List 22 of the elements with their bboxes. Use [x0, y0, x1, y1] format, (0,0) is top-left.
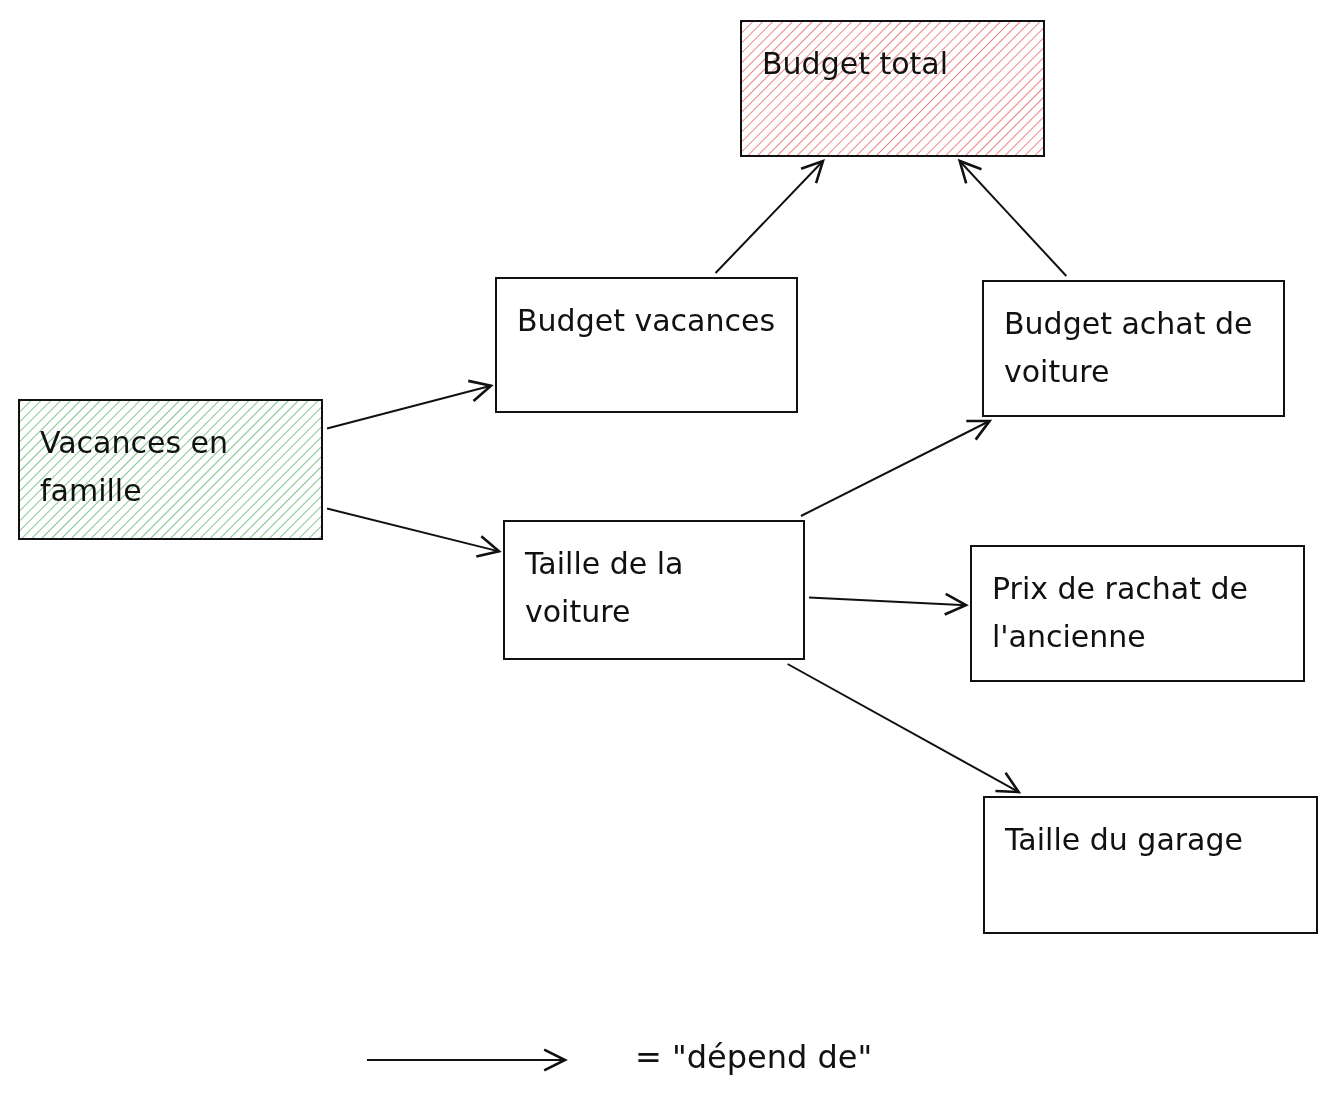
hatched-box	[18, 399, 323, 540]
arrow	[714, 159, 825, 274]
arrow	[326, 507, 501, 558]
node-label: Prix de rachat de l'ancienne	[992, 570, 1249, 656]
hatched-box	[740, 20, 1045, 157]
arrow	[786, 663, 1020, 794]
node-label: Budget vacances	[517, 302, 776, 340]
process-box	[970, 545, 1305, 682]
arrow	[326, 379, 493, 430]
node-label: Vacances en famille	[40, 424, 230, 510]
arrow	[958, 159, 1068, 277]
arrow	[799, 419, 991, 517]
node-label: Budget total	[762, 45, 950, 83]
process-box	[495, 277, 798, 413]
process-box	[982, 280, 1285, 417]
node-label: Taille de la voiture	[525, 545, 685, 631]
process-box	[503, 520, 805, 660]
legend-text: = "dépend de"	[635, 1038, 873, 1076]
arrow	[808, 592, 968, 616]
process-box	[983, 796, 1318, 934]
node-label: Taille du garage	[1005, 821, 1244, 859]
node-label: Budget achat de voiture	[1004, 305, 1254, 391]
